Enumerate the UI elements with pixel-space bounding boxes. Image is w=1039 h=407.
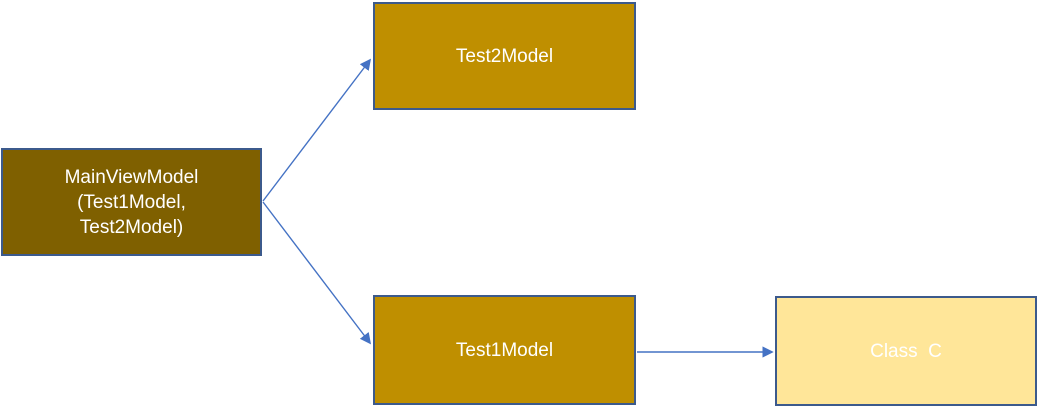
- node-test1model: Test1Model: [373, 295, 636, 405]
- node-test2model: Test2Model: [373, 2, 636, 110]
- node-classc-label: Class C: [870, 340, 942, 362]
- connector-mainviewmodel-to-test1model: [262, 201, 372, 345]
- node-classc: Class C: [775, 296, 1037, 406]
- node-mainviewmodel: MainViewModel (Test1Model, Test2Model): [1, 148, 262, 256]
- node-test2model-label: Test2Model: [455, 45, 554, 67]
- node-mainviewmodel-label: MainViewModel (Test1Model, Test2Model): [64, 166, 199, 238]
- connector-mainviewmodel-to-test2model: [262, 58, 372, 202]
- node-test1model-label: Test1Model: [455, 339, 554, 361]
